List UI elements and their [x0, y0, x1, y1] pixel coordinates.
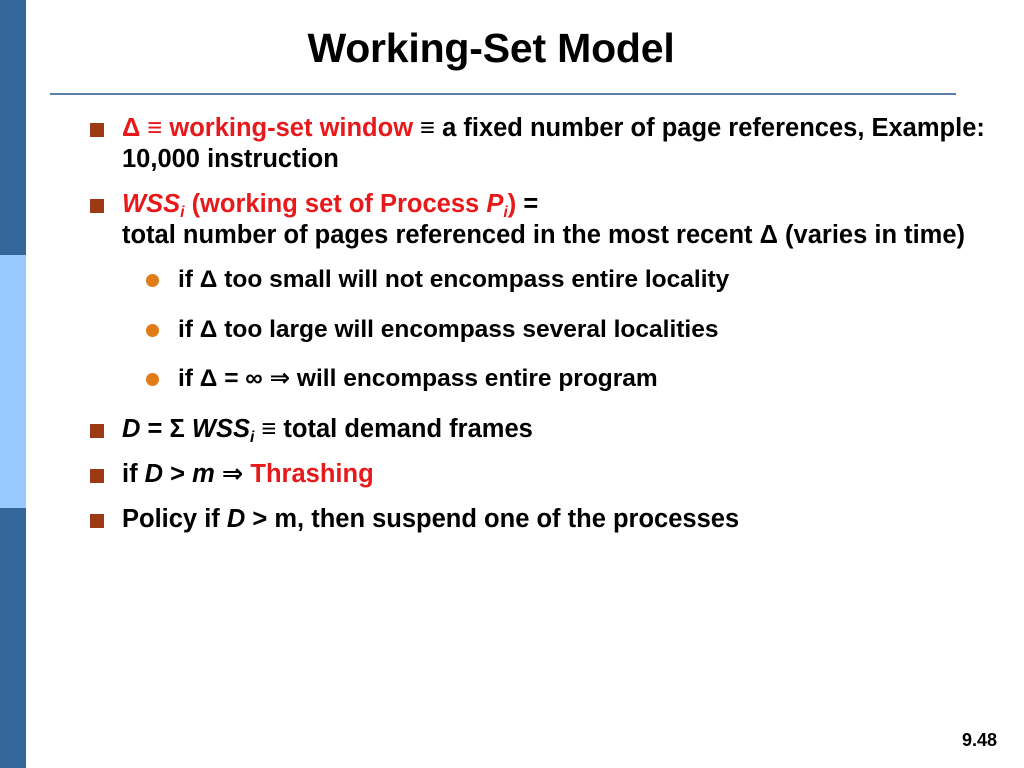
- bullet-item-wss-definition: WSSi (working set of Process Pi) = total…: [82, 189, 1012, 251]
- bullet-item-thrashing-condition: if D > m ⇒ Thrashing: [82, 459, 1012, 490]
- thrashing-if: if: [122, 459, 145, 488]
- square-bullet-icon: [90, 423, 104, 438]
- sub-bullet-delta-too-large: if Δ too large will encompass several lo…: [82, 315, 1012, 344]
- title-divider: [50, 93, 956, 95]
- square-bullet-icon: [90, 199, 104, 214]
- thrashing-arrow: ⇒: [214, 459, 251, 488]
- policy-suffix: > m, then suspend one of the processes: [245, 504, 740, 533]
- dot-bullet-icon: [146, 323, 159, 337]
- wss-subscript-i: i: [180, 204, 185, 222]
- sub-bullet-delta-infinity: if Δ = ∞ ⇒ will encompass entire program: [82, 364, 1012, 393]
- sub-bullet-delta-too-small: if Δ too small will not encompass entire…: [82, 265, 1012, 294]
- page-title: Working-Set Model: [307, 25, 675, 71]
- sub-bullet-label: if Δ too large will encompass several lo…: [178, 315, 719, 343]
- slide-body: Δ ≡ working-set window ≡ a fixed number …: [82, 113, 1012, 549]
- demand-symbol-d: D: [122, 414, 141, 443]
- decorative-sidebar: [0, 0, 26, 768]
- wss-symbol: WSS: [122, 190, 181, 219]
- dot-bullet-icon: [146, 274, 159, 288]
- square-bullet-icon: [90, 468, 104, 483]
- thrashing-label: Thrashing: [250, 459, 374, 488]
- sub-bullet-label: if Δ = ∞ ⇒ will encompass entire program: [178, 365, 658, 393]
- demand-tail-text: ≡ total demand frames: [254, 414, 533, 443]
- page-number: 9.48: [961, 730, 997, 750]
- square-bullet-icon: [90, 123, 104, 137]
- slide-canvas: Working-Set Model Δ ≡ working-set window…: [26, 0, 1024, 768]
- bullet-text-black: ≡ a fixed number of page references, Exa…: [122, 114, 985, 174]
- demand-sum-operator: = Σ: [140, 414, 192, 443]
- bullet-item-total-demand-frames: D = Σ WSSi ≡ total demand frames: [82, 414, 1012, 446]
- policy-prefix: Policy if: [122, 504, 227, 533]
- demand-wss-symbol: WSS: [191, 414, 250, 443]
- wss-paren-open: (working set of Process: [184, 190, 487, 219]
- thrashing-symbol-m: m: [192, 459, 215, 488]
- sidebar-band-top: [0, 0, 26, 255]
- thrashing-symbol-d: D: [144, 459, 164, 488]
- wss-definition-line2: total number of pages referenced in the …: [122, 221, 966, 250]
- policy-symbol-d: D: [226, 504, 246, 533]
- wss-paren-close: ): [507, 190, 517, 219]
- dot-bullet-icon: [146, 373, 159, 387]
- sidebar-band-bottom: [0, 508, 26, 768]
- process-subscript-i: i: [503, 204, 508, 222]
- sub-bullet-label: if Δ too small will not encompass entire…: [178, 266, 730, 294]
- sub-bullet-list: if Δ too small will not encompass entire…: [82, 265, 1012, 393]
- process-symbol-p: P: [486, 190, 504, 219]
- square-bullet-icon: [90, 513, 104, 528]
- sidebar-band-middle: [0, 255, 26, 508]
- demand-wss-subscript-i: i: [249, 428, 255, 446]
- thrashing-gt: >: [163, 459, 193, 488]
- bullet-item-policy: Policy if D > m, then suspend one of the…: [82, 504, 1012, 535]
- wss-equals: =: [516, 190, 539, 219]
- bullet-item-working-set-window: Δ ≡ working-set window ≡ a fixed number …: [82, 113, 1012, 175]
- bullet-text-red: Δ ≡ working-set window: [122, 114, 414, 142]
